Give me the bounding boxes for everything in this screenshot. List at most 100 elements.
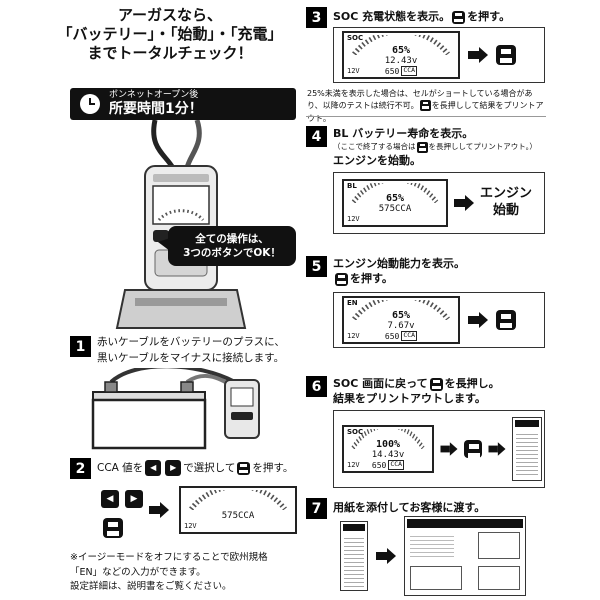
print-button-icon [496,45,516,65]
step-5-title-line-1: エンジン始動能力を表示。 [333,257,465,270]
document-field-box [478,532,520,559]
lcd-gauge-icon [352,35,450,55]
lcd-cca-unit: CCA [388,460,405,470]
arrow-right-icon [149,502,169,518]
step-3-number: 3 [306,7,327,28]
step-3-title: SOC 充電状態を表示。 を押す。 [333,9,510,24]
bubble-line-2: 3つのボタンでOK！ [183,247,281,260]
lcd-gauge-icon [189,490,287,510]
footnote-line-3: 設定詳細は、説明書をご覧ください。 [70,581,232,593]
receipt-text-lines [344,535,364,587]
printout-receipt [512,417,542,481]
lcd-voltage-class: 12V [347,67,360,75]
step-6-title: SOC 画面に戻ってを長押し。 結果をプリントアウトします。 [333,376,500,407]
step-4-title-line-2: （ここで終了する場合は を長押ししてプリントアウト。） [333,141,537,153]
step-2-text: CCA 値を◀▶で選択して を押す。 [97,460,293,477]
battery-connection-illustration [91,368,260,450]
print-button-icon [452,10,466,24]
lcd-mode-label: SOC [347,428,364,436]
time-banner-text: ボンネットオープン後 所要時間1分！ [109,90,203,118]
step-4-sub-post: を長押ししてプリントアウト。） [428,142,537,152]
step-4-title: BL バッテリー寿命を表示。 （ここで終了する場合は を長押ししてプリントアウト。… [333,126,537,169]
print-button-icon [429,377,443,391]
arrow-right-icon [440,442,458,456]
lcd-cca-unit: CCA [401,66,418,76]
lcd-voltage-class: 12V [184,522,197,530]
title-line-3: までトータルチェック！ [87,44,253,62]
lcd-cca-value: 650 [384,331,400,341]
lcd-mode-label: EN [347,299,358,307]
step-4-title-line-1: BL バッテリー寿命を表示。 [333,127,474,140]
right-arrow-button-icon: ▶ [125,490,143,508]
step-4-title-line-3: エンジンを始動。 [333,154,421,168]
left-arrow-button-icon: ◀ [101,490,119,508]
receipt-header [343,524,365,531]
lcd-voltage: 12.43v [384,56,418,66]
right-arrow-button-icon: ▶ [165,460,182,476]
document-text-lines [410,533,454,559]
lcd-cca-unit: CCA [401,331,418,341]
print-button-icon [416,141,428,153]
lcd-voltage: 14.43v [371,450,405,460]
document-field-box [478,566,520,590]
lcd-cca-measured: 575CCA [378,204,412,214]
step-4-content-box: BL 12V 65% 575CCA エンジン 始動 [333,172,545,234]
arrow-right-icon [488,442,506,456]
step-5-title: エンジン始動能力を表示。 を押す。 [333,256,465,287]
lcd-voltage-class: 12V [347,332,360,340]
step-2-text-part-1: CCA 値を [97,462,144,474]
step-4-sub-pre: （ここで終了する場合は [333,142,416,152]
step-6-title-line-1: SOC 画面に戻ってを長押し。 [333,376,500,391]
lcd-percent: 65% [391,45,411,56]
print-button-icon [103,518,123,538]
step-1-number: 1 [70,336,91,357]
lcd-gauge-icon [352,300,450,320]
step-2-text-part-3: を押す。 [252,462,294,474]
lcd-cca-value: 650 [371,460,387,470]
footnote-line-2: 「EN」などの入力ができます。 [70,566,206,578]
lcd-gauge-icon [351,183,439,203]
print-button-icon [237,461,251,475]
lcd-percent: 65% [385,193,405,204]
step-1-text: 赤いケーブルをバッテリーのプラスに、 黒いケーブルをマイナスに接続します。 [97,335,285,367]
step-5-title-line-2: を押す。 [333,271,465,286]
step-2-number: 2 [70,458,91,479]
print-button-icon [335,272,348,286]
engine-start-line-2: 始動 [493,203,520,218]
time-banner: ボンネットオープン後 所要時間1分！ [70,88,296,120]
step-3-title-text: SOC 充電状態を表示。 [333,10,451,23]
step-7-content [340,516,526,596]
step-2-text-part-2: で選択して [183,462,236,474]
step-6-title-post: を長押し。 [444,377,500,390]
speech-bubble: 全ての操作は、 3つのボタンでOK！ [158,226,296,267]
lcd-main-value: 575CCA [221,511,255,521]
step-7-number: 7 [306,498,327,519]
document-header-bar [407,519,523,528]
step-6-number: 6 [306,376,327,397]
receipt-text-lines [516,431,538,477]
lcd-gauge-icon [351,429,425,449]
customer-report-document [404,516,526,596]
engine-start-label: エンジン 始動 [480,186,532,220]
bubble-line-1: 全ての操作は、 [195,233,269,245]
document-field-box [410,566,462,590]
left-arrow-button-icon: ◀ [145,460,162,476]
title-line-2: 「バッテリー」・「始動」・「充電」 [57,25,283,43]
step-3-note-text: 25%未満を表示した場合は、セルがショートしている場合があり、以降のテストは続行… [307,89,533,111]
step-5-action: を押す。 [350,272,393,286]
step-1-line-2: 黒いケーブルをマイナスに接続します。 [97,351,285,364]
step-3-title-action: を押す。 [467,10,511,23]
arrow-right-icon [376,548,396,564]
lcd-display-bl: BL 12V 65% 575CCA [342,179,448,227]
page-title: アーガスなら、 「バッテリー」・「始動」・「充電」 までトータルチェック！ [30,6,310,63]
lcd-cca-value: 650 [384,66,400,76]
step-6-title-line-2: 結果をプリントアウトします。 [333,392,486,406]
